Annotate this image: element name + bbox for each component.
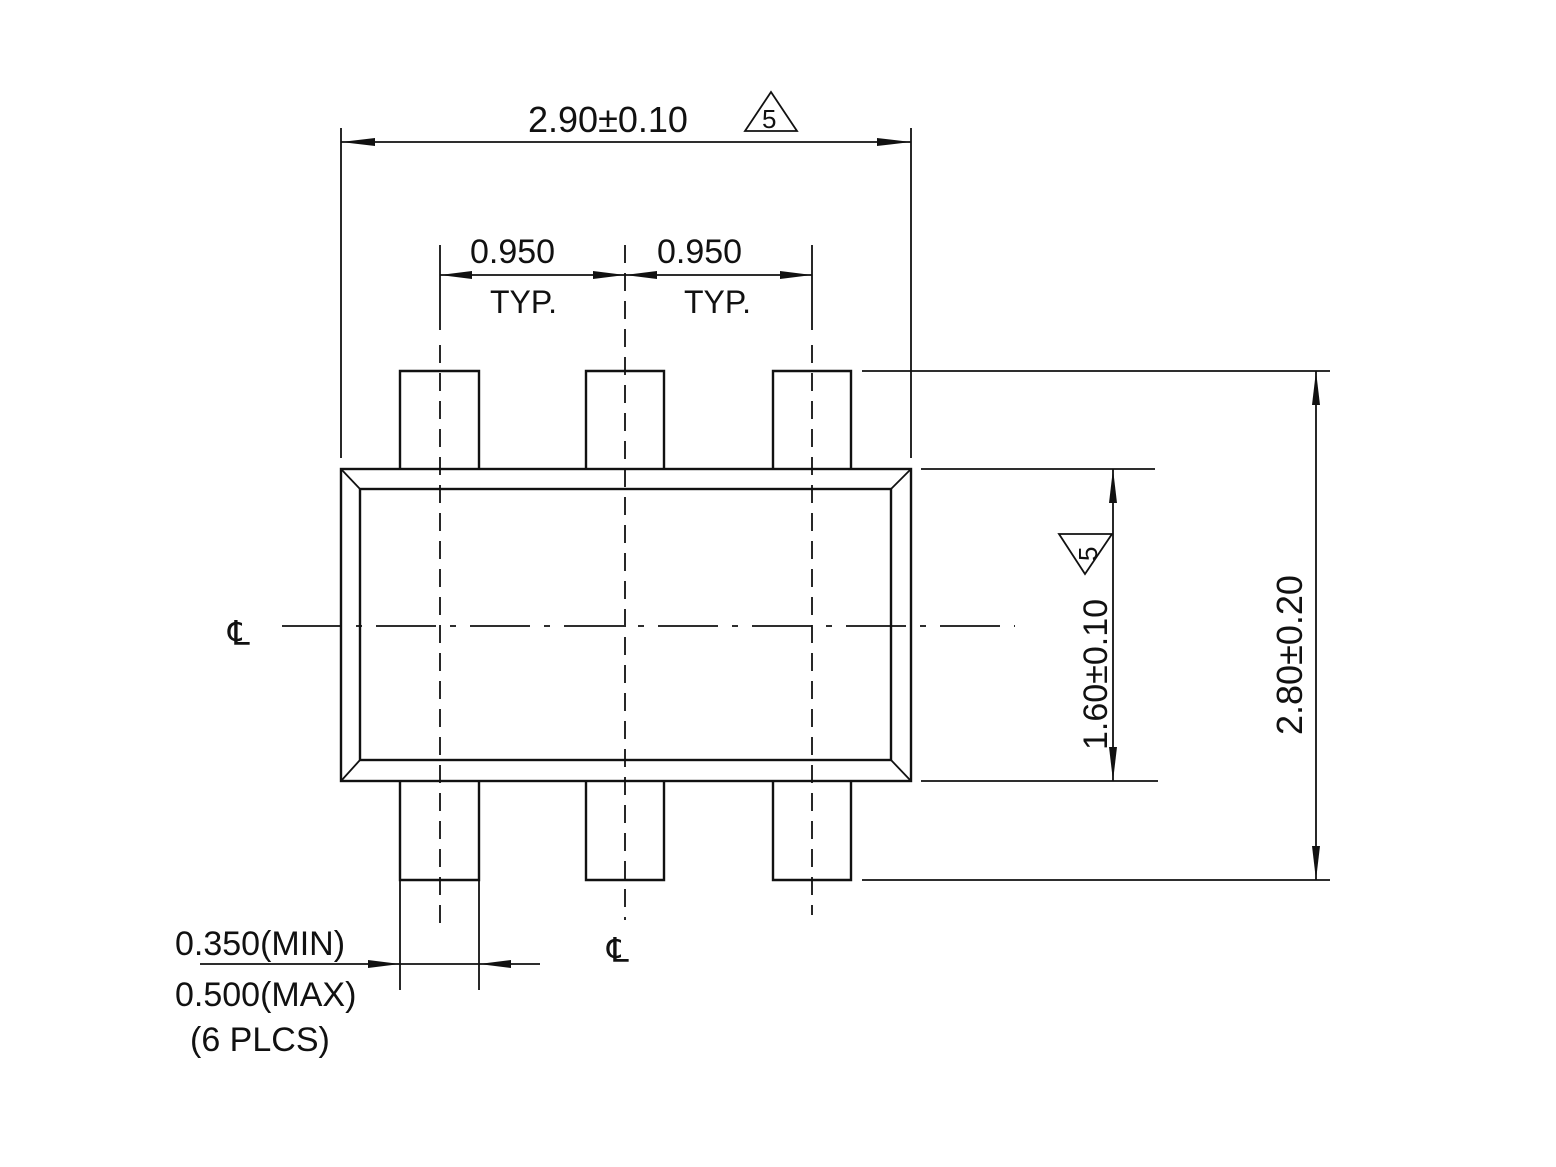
- overall-height-arrow-top: [1312, 371, 1320, 405]
- overall-height-arrow-bottom: [1312, 846, 1320, 880]
- bevel-top-right: [890, 468, 912, 490]
- note-flag-number: 5: [762, 104, 776, 134]
- body-height-label: 1.60±0.10: [1077, 599, 1115, 750]
- pitch-arrow-4: [780, 271, 812, 279]
- lead-width-arrow-right: [479, 960, 511, 968]
- arrow-left: [341, 138, 375, 146]
- lead-top-1: [398, 369, 481, 469]
- bevel-bottom-right: [890, 759, 912, 782]
- pitch-dimensions: 0.950 TYP. 0.950 TYP.: [439, 233, 813, 330]
- pitch-arrow-2: [593, 271, 625, 279]
- body-height-dimension: 1.60±0.10 5: [921, 468, 1158, 782]
- overall-width-dimension: 2.90±0.10 5: [340, 90, 912, 458]
- pitch-left-typ: TYP.: [490, 284, 557, 320]
- body-height-note-number: 5: [1073, 547, 1103, 561]
- lead-width-min-label: 0.350(MIN): [175, 925, 345, 963]
- bevel-top-left: [340, 468, 361, 490]
- bevel-bottom-left: [340, 759, 361, 782]
- body-height-arrow-bottom: [1109, 747, 1117, 781]
- package-body: [339, 467, 913, 783]
- vertical-centerline-symbol: ℄: [606, 932, 629, 970]
- lead-top-3: [771, 369, 853, 469]
- pitch-arrow-1: [440, 271, 472, 279]
- overall-height-dimension: 2.80±0.20: [862, 370, 1330, 881]
- pitch-arrow-3: [625, 271, 657, 279]
- body-height-note-flag: [1057, 533, 1114, 576]
- horizontal-centerline-symbol: ℄: [227, 615, 250, 653]
- lead-count-label: (6 PLCS): [190, 1021, 330, 1059]
- body-height-arrow-top: [1109, 469, 1117, 503]
- overall-height-label: 2.80±0.20: [1269, 575, 1310, 735]
- pitch-left-label: 0.950: [470, 233, 555, 271]
- lead-bottom-2: [584, 781, 666, 882]
- overall-width-label: 2.90±0.10: [528, 99, 688, 140]
- pitch-right-typ: TYP.: [684, 284, 751, 320]
- lead-width-max-label: 0.500(MAX): [175, 976, 356, 1014]
- lead-width-dimension: 0.350(MIN) 0.500(MAX) (6 PLCS): [175, 880, 540, 1059]
- arrow-right: [877, 138, 911, 146]
- lead-width-arrow-left: [368, 960, 400, 968]
- pitch-right-label: 0.950: [657, 233, 742, 271]
- body-outline: [339, 467, 913, 783]
- lead-centerlines: [439, 245, 813, 930]
- note-flag-triangle: [743, 90, 799, 132]
